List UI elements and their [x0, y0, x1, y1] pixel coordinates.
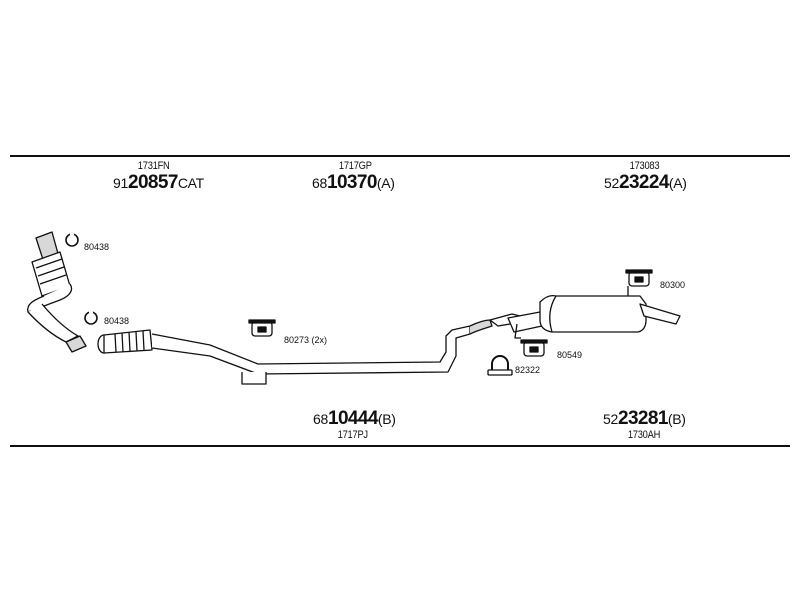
catalytic-converter-icon[interactable]	[27, 231, 87, 353]
front-pipe-icon[interactable]	[97, 319, 493, 385]
part-number-rear-pipe[interactable]: 5223281(B)	[603, 408, 686, 429]
callout-hanger-low: 80549	[557, 350, 582, 360]
part-number-rear-silencer[interactable]: 5223224(A)	[604, 172, 687, 193]
callout-ring-top: 80438	[84, 242, 109, 252]
rubber-hanger-icon[interactable]	[625, 269, 653, 287]
ref-label-front-pipe: 1717GP	[338, 160, 372, 172]
ref-label-cat: 1731FN	[137, 160, 170, 172]
bottom-divider	[10, 445, 790, 447]
rear-silencer-icon[interactable]	[489, 286, 681, 339]
part-number-front-pipe[interactable]: 6810370(A)	[312, 172, 395, 193]
callout-hanger-mid: 80273 (2x)	[284, 335, 327, 345]
callout-clamp: 82322	[515, 365, 540, 375]
part-number-cat[interactable]: 9120857CAT	[113, 172, 204, 193]
ref-label-rear-silencer: 173083	[629, 160, 660, 172]
clamp-icon[interactable]	[487, 355, 513, 376]
part-number-middle-pipe[interactable]: 6810444(B)	[313, 408, 396, 429]
ref-label-middle-pipe: 1717PJ	[337, 429, 368, 441]
rubber-hanger-icon[interactable]	[248, 319, 276, 337]
ring-clip-icon[interactable]	[65, 233, 79, 247]
callout-ring-mid: 80438	[104, 316, 129, 326]
rubber-hanger-icon[interactable]	[520, 339, 548, 357]
top-divider	[10, 155, 790, 157]
ref-label-rear-pipe: 1730AH	[627, 429, 661, 441]
callout-hanger-rear: 80300	[660, 280, 685, 290]
ring-clip-icon[interactable]	[84, 311, 98, 325]
